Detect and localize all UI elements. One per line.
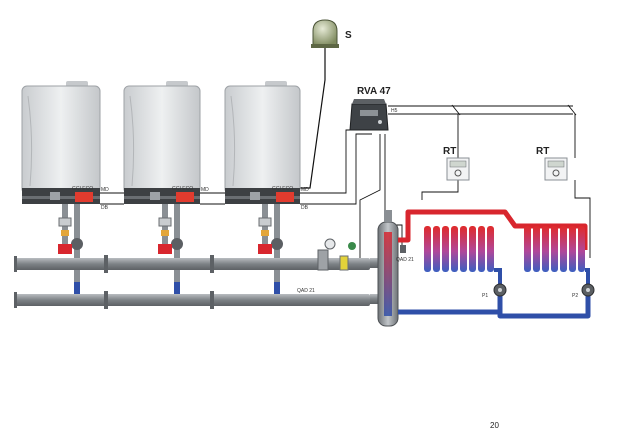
separator-link-bottom: [370, 294, 382, 304]
return-header: [14, 294, 370, 306]
thermostat-left: [446, 157, 470, 181]
corner-mark: 20: [490, 421, 499, 430]
pump-p1: [493, 283, 507, 297]
pump-p2-label: P2: [572, 293, 578, 299]
thermostat-right: [544, 157, 568, 181]
bus-h5-label: H5: [391, 108, 398, 114]
flow-header: [14, 258, 370, 270]
bus-md-label-1: MD: [101, 187, 109, 193]
boiler-2-tag: GCI ECO: [172, 186, 193, 192]
bus-db-label-3: DB: [301, 205, 309, 211]
rva47-controller: [349, 99, 389, 131]
qad-top-sensor: [400, 245, 406, 253]
bus-md-label-2: MD: [201, 187, 209, 193]
boiler-3-tag: GCI ECO: [272, 186, 293, 192]
secondary-return-pipe: [398, 296, 591, 319]
bus-db-label-1: DB: [101, 205, 109, 211]
pump-p1-label: P1: [482, 293, 488, 299]
controller-label: RVA 47: [357, 86, 391, 97]
sensor-label: S: [345, 30, 352, 41]
radiator-1: [424, 226, 494, 272]
outdoor-sensor: [311, 19, 339, 48]
separator-vent: [384, 210, 392, 222]
boiler-2: [123, 81, 201, 204]
header-fittings: [317, 238, 356, 271]
bus-md-label-3: MD: [301, 187, 309, 193]
pump-p2: [581, 283, 595, 297]
thermostat-right-label: RT: [536, 146, 549, 157]
qad-bottom-label: QAD 21: [297, 288, 315, 294]
header-flanges: [14, 255, 214, 309]
sensor-cable: [298, 48, 326, 189]
thermostat-left-label: RT: [443, 146, 456, 157]
qad-top-label: QAD 21: [396, 257, 414, 263]
boiler-1-connections: [58, 204, 83, 298]
boiler-2-connections: [158, 204, 183, 298]
radiator-2: [524, 226, 585, 272]
boiler-3-connections: [258, 204, 283, 298]
h5-bus: [388, 104, 591, 258]
boiler-1-tag: GCI ECO: [72, 186, 93, 192]
separator-flow: [384, 232, 392, 316]
boiler-1: [21, 81, 101, 204]
separator-link-top: [370, 258, 382, 268]
boiler-3: [224, 81, 301, 204]
secondary-flow-pipe: [398, 209, 588, 250]
